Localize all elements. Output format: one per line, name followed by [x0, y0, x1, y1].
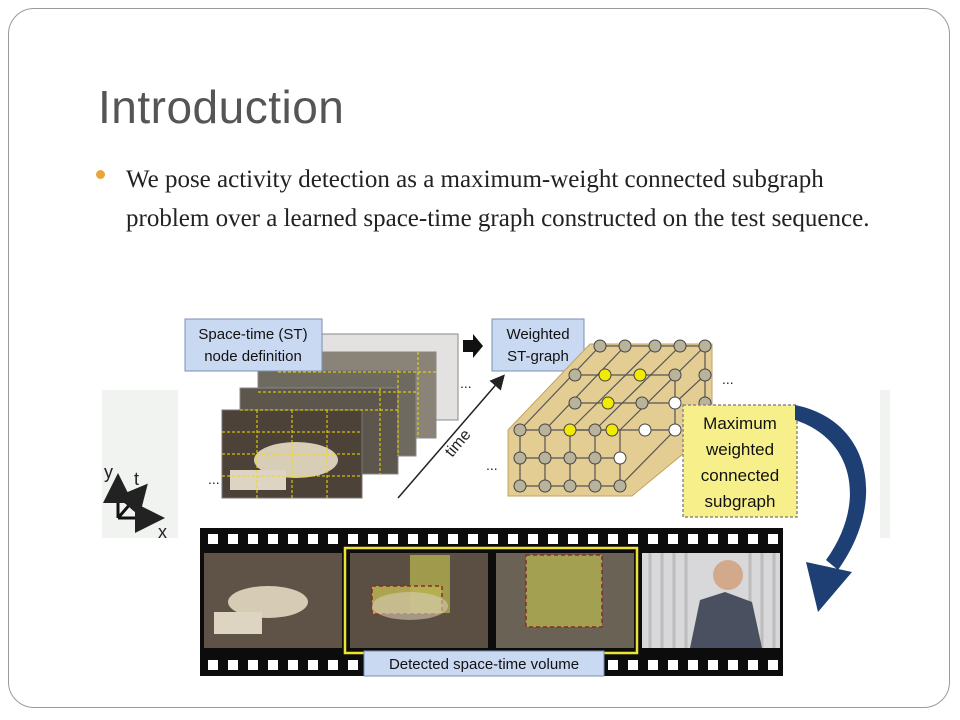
- subgraph-label-line4: subgraph: [705, 492, 776, 511]
- left-side-panel: [102, 390, 178, 538]
- st-graph: ... ...: [486, 339, 734, 497]
- time-label: time: [442, 426, 475, 460]
- detected-label: Detected space-time volume: [389, 656, 579, 673]
- st-node-label-line2: node definition: [204, 348, 302, 365]
- weighted-graph-label-line1: Weighted: [506, 326, 569, 343]
- subgraph-label-line1: Maximum: [703, 414, 777, 433]
- axis-x-label: x: [158, 522, 167, 542]
- subgraph-label-line3: connected: [701, 466, 779, 485]
- phone-base: [230, 470, 286, 490]
- frames-ellipsis: ...: [208, 471, 220, 487]
- time-arrow: [397, 374, 505, 499]
- subgraph-label-line2: weighted: [705, 440, 774, 459]
- axis-y-label: y: [104, 462, 113, 482]
- frames-ellipsis-top: ...: [460, 375, 472, 391]
- axis-t-label: t: [134, 469, 139, 489]
- right-arrow-icon: [463, 334, 483, 358]
- graph-ellipsis-left: ...: [486, 457, 498, 473]
- film-sprocket-holes: [208, 534, 778, 670]
- bullet-text: We pose activity detection as a maximum-…: [126, 166, 870, 232]
- graph-nodes: [513, 339, 712, 493]
- st-node-label-line1: Space-time (ST): [198, 326, 307, 343]
- curved-arrow-icon: [795, 405, 867, 612]
- node-grid: [222, 352, 436, 498]
- axes-icon: y t x: [103, 462, 167, 542]
- bullet-dot: [96, 170, 105, 179]
- page-title: Introduction: [98, 81, 345, 133]
- right-side-panel: [880, 390, 890, 538]
- weighted-graph-label-box: Weighted ST-graph: [491, 318, 585, 372]
- graph-ellipsis-right: ...: [722, 371, 734, 387]
- st-node-label-box: Space-time (ST) node definition: [184, 318, 323, 372]
- video-frame-stack: ... ...: [208, 333, 472, 499]
- weighted-graph-label-line2: ST-graph: [507, 348, 569, 365]
- subgraph-label-box: Maximum weighted connected subgraph: [682, 404, 798, 518]
- phone-shape: [254, 442, 338, 478]
- detected-label-box: Detected space-time volume: [363, 650, 605, 677]
